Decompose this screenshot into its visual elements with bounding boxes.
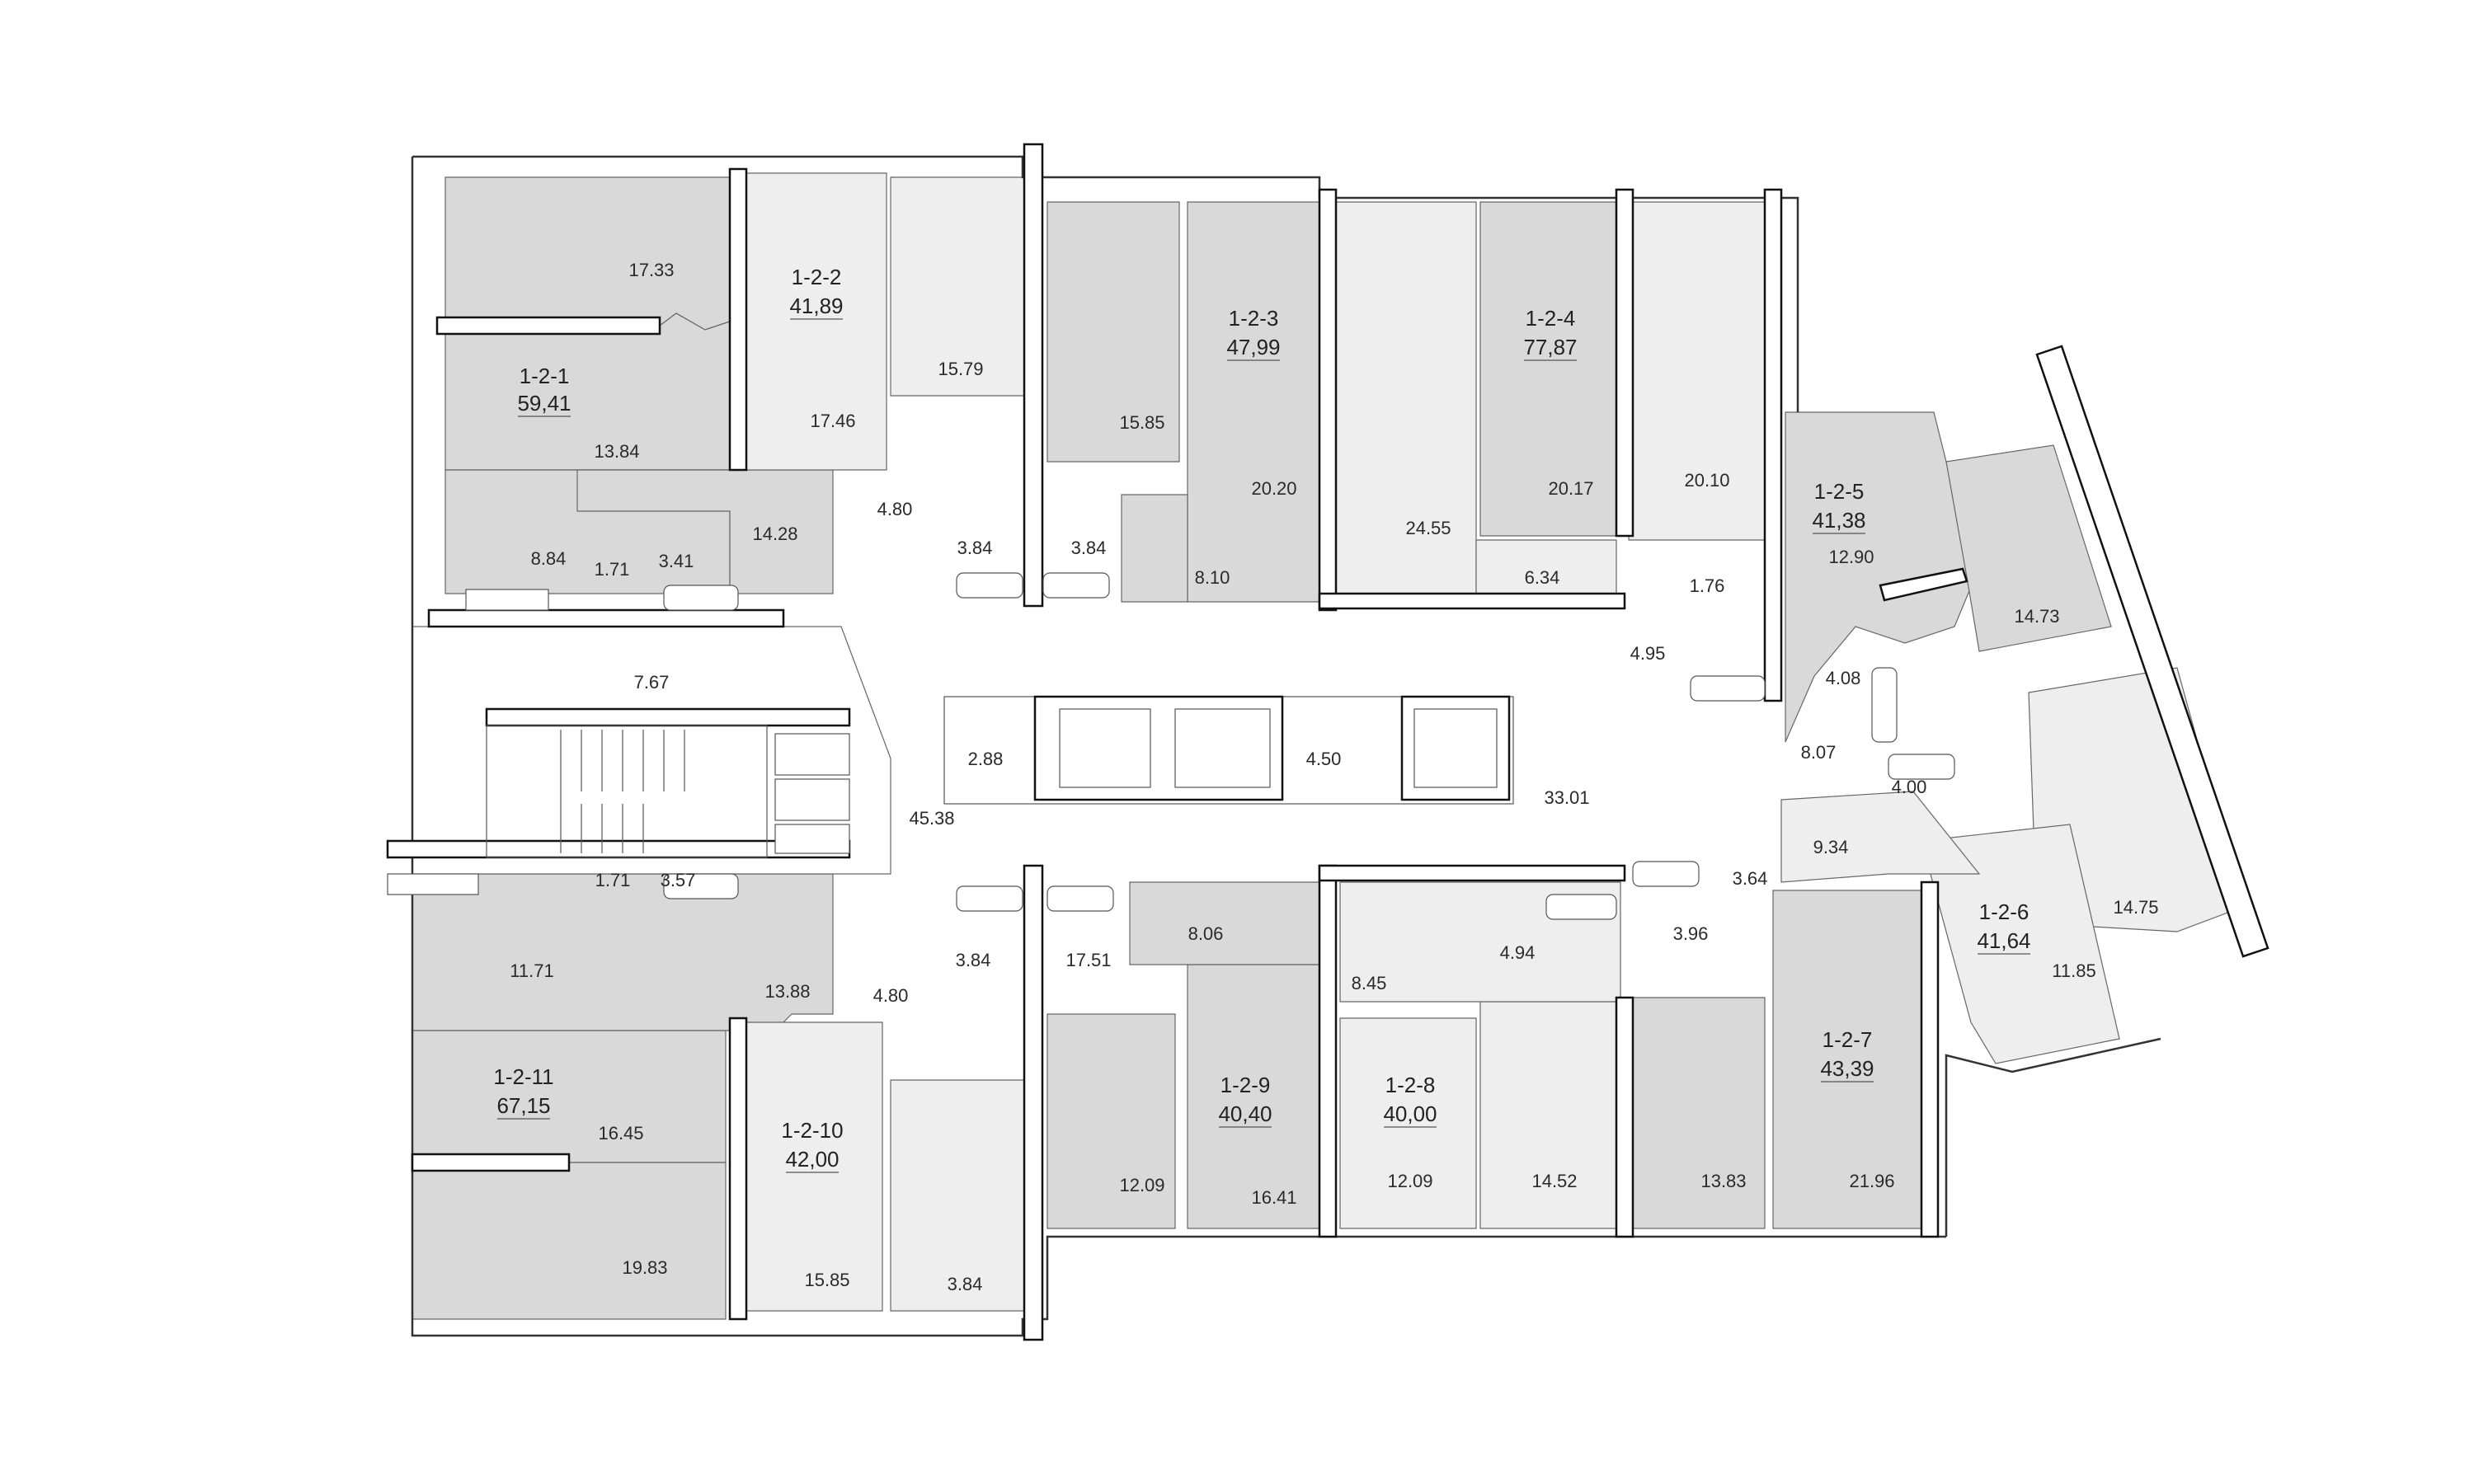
apartment-1-2-1[interactable]: [444, 176, 834, 594]
staircase: [486, 725, 850, 858]
room-area-label: 3.64: [1733, 868, 1768, 889]
room-area-label: 3.41: [659, 551, 694, 571]
apartment-1-2-10[interactable]: [741, 1021, 1032, 1312]
apartment-id-1-2-9: 1-2-9: [1221, 1073, 1271, 1097]
room-area-label: 14.75: [2113, 897, 2158, 918]
room-area-label: 21.96: [1849, 1171, 1894, 1191]
room-area-label: 4.08: [1826, 668, 1861, 688]
room-area-label: 45.38: [909, 808, 954, 829]
apartment-1-2-9[interactable]: [1047, 881, 1320, 1229]
room-area-labels: 17.33 13.84 8.84 1.71 3.41 14.28 17.46 15.79 4.8…: [510, 260, 2158, 1294]
room-area-label: 4.80: [873, 985, 909, 1006]
apartment-area-1-2-3: 47,99: [1226, 335, 1280, 359]
room-area-label: 19.83: [622, 1257, 667, 1278]
room-area-label: 3.96: [1673, 923, 1709, 944]
apartment-id-1-2-1: 1-2-1: [520, 364, 570, 388]
room-area-label: 1.76: [1690, 575, 1725, 596]
room-area-label: 13.88: [764, 981, 810, 1002]
apartment-area-1-2-4: 77,87: [1523, 335, 1577, 359]
outer-walls: [411, 155, 2161, 1337]
structural-columns: [386, 143, 2269, 1341]
apartment-id-1-2-5: 1-2-5: [1814, 479, 1865, 504]
room-area-label: 33.01: [1544, 787, 1589, 808]
room-area-label: 20.10: [1684, 470, 1729, 491]
room-area-label: 17.46: [810, 411, 855, 431]
room-area-label: 14.73: [2014, 606, 2059, 627]
room-area-label: 12.09: [1387, 1171, 1432, 1191]
bathroom-fixtures: [387, 572, 1955, 920]
apartment-id-1-2-11: 1-2-11: [493, 1064, 553, 1089]
room-area-label: 2.88: [968, 749, 1004, 769]
apartment-id-1-2-4: 1-2-4: [1526, 306, 1576, 331]
room-area-label: 14.52: [1531, 1171, 1577, 1191]
room-area-label: 16.41: [1251, 1187, 1296, 1208]
apartment-labels: 1-2-1 59,41 1-2-2 41,89 1-2-3 47,99 1-2-…: [493, 265, 2031, 1173]
room-area-label: 6.34: [1525, 567, 1560, 588]
room-area-label: 14.28: [752, 524, 797, 544]
room-area-label: 8.10: [1195, 567, 1230, 588]
apartment-1-2-3[interactable]: [890, 176, 1320, 603]
room-area-label: 15.85: [1119, 412, 1164, 433]
room-area-label: 3.57: [661, 870, 696, 890]
apartment-id-1-2-8: 1-2-8: [1385, 1073, 1436, 1097]
room-area-label: 17.51: [1065, 950, 1111, 970]
room-area-label: 8.06: [1188, 923, 1224, 944]
room-area-label: 13.83: [1700, 1171, 1746, 1191]
room-area-label: 3.84: [956, 950, 991, 970]
room-area-label: 9.34: [1813, 837, 1849, 857]
apartment-area-1-2-7: 43,39: [1820, 1056, 1874, 1081]
room-area-label: 4.80: [877, 499, 913, 519]
apartment-area-1-2-11: 67,15: [496, 1093, 550, 1118]
apartment-area-1-2-2: 41,89: [789, 294, 843, 318]
apartment-area-1-2-8: 40,00: [1383, 1101, 1437, 1126]
room-area-label: 4.50: [1306, 749, 1342, 769]
apartment-id-1-2-2: 1-2-2: [792, 265, 842, 289]
room-area-label: 13.84: [594, 441, 639, 462]
room-area-label: 17.33: [628, 260, 674, 280]
room-area-label: 8.45: [1352, 973, 1387, 993]
room-area-label: 12.09: [1119, 1175, 1164, 1195]
room-area-label: 15.85: [804, 1270, 849, 1290]
apartment-area-1-2-6: 41,64: [1977, 928, 2030, 953]
room-area-label: 8.07: [1801, 742, 1837, 763]
room-area-label: 3.84: [957, 538, 993, 558]
apartment-area-1-2-9: 40,40: [1218, 1101, 1272, 1126]
apartment-1-2-8[interactable]: [1339, 881, 1621, 1229]
room-area-label: 1.71: [595, 559, 630, 580]
room-area-label: 8.84: [531, 548, 567, 569]
apartment-id-1-2-6: 1-2-6: [1979, 899, 2030, 924]
room-area-label: 16.45: [598, 1123, 643, 1144]
apartment-id-1-2-3: 1-2-3: [1229, 306, 1279, 331]
elevator-lobby: [943, 695, 1514, 805]
room-area-label: 4.00: [1892, 777, 1927, 797]
apartment-1-2-4[interactable]: [1327, 201, 1774, 599]
room-area-label: 20.20: [1251, 478, 1296, 499]
apartment-1-2-5[interactable]: [1785, 411, 2112, 743]
room-area-label: 11.85: [2052, 960, 2095, 981]
room-area-label: 3.84: [948, 1274, 983, 1294]
room-area-label: 12.90: [1828, 547, 1874, 567]
room-area-label: 4.95: [1630, 643, 1666, 664]
apartment-1-2-7[interactable]: [1628, 890, 1922, 1229]
room-area-label: 15.79: [938, 359, 983, 379]
room-area-label: 3.84: [1071, 538, 1107, 558]
apartment-area-1-2-5: 41,38: [1812, 508, 1865, 533]
room-area-label: 4.94: [1500, 942, 1536, 963]
room-area-label: 20.17: [1548, 478, 1593, 499]
apartment-id-1-2-7: 1-2-7: [1823, 1027, 1873, 1052]
apartment-id-1-2-10: 1-2-10: [781, 1118, 843, 1143]
apartment-1-2-11[interactable]: [412, 873, 834, 1320]
room-area-label: 24.55: [1405, 518, 1451, 538]
room-area-label: 11.71: [510, 960, 553, 981]
room-area-label: 7.67: [634, 672, 670, 693]
apartment-area-1-2-1: 59,41: [517, 391, 571, 416]
room-area-label: 1.71: [595, 870, 631, 890]
apartment-area-1-2-10: 42,00: [785, 1147, 839, 1172]
